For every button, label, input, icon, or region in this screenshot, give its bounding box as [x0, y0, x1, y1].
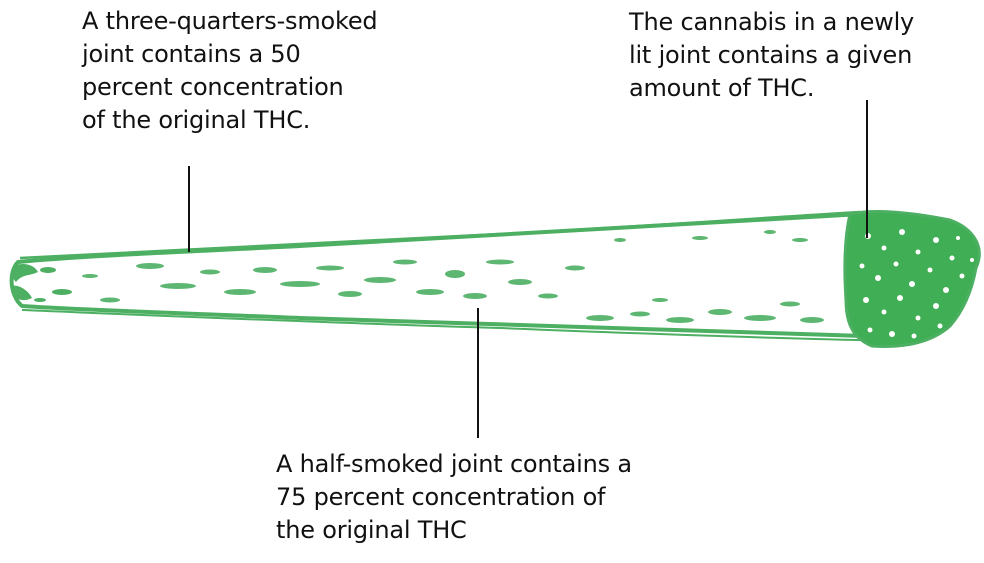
leader-line-half-smoked — [477, 308, 479, 438]
callout-line: lit joint contains a given — [629, 41, 913, 69]
joint-lit-end — [843, 210, 981, 348]
joint-speckles — [82, 230, 824, 323]
callout-line: 75 percent concentration of — [276, 483, 606, 511]
callout-line: The cannabis in a newly — [629, 8, 915, 36]
callout-line: percent concentration — [82, 73, 344, 101]
callout-line: A three-quarters-smoked — [82, 7, 378, 35]
callout-three-quarters-smoked: A three-quarters-smoked joint contains a… — [82, 5, 378, 137]
callout-line: of the original THC. — [82, 106, 311, 134]
callout-newly-lit: The cannabis in a newly lit joint contai… — [629, 6, 914, 105]
callout-half-smoked: A half-smoked joint contains a 75 percen… — [276, 448, 632, 547]
joint-end-texture — [11, 264, 72, 302]
leader-line-three-quarters — [188, 166, 190, 252]
callout-line: A half-smoked joint contains a — [276, 450, 632, 478]
callout-line: amount of THC. — [629, 74, 815, 102]
callout-line: joint contains a 50 — [82, 40, 301, 68]
callout-line: the original THC — [276, 516, 467, 544]
leader-line-newly-lit — [866, 100, 868, 238]
joint-body — [9, 212, 866, 338]
